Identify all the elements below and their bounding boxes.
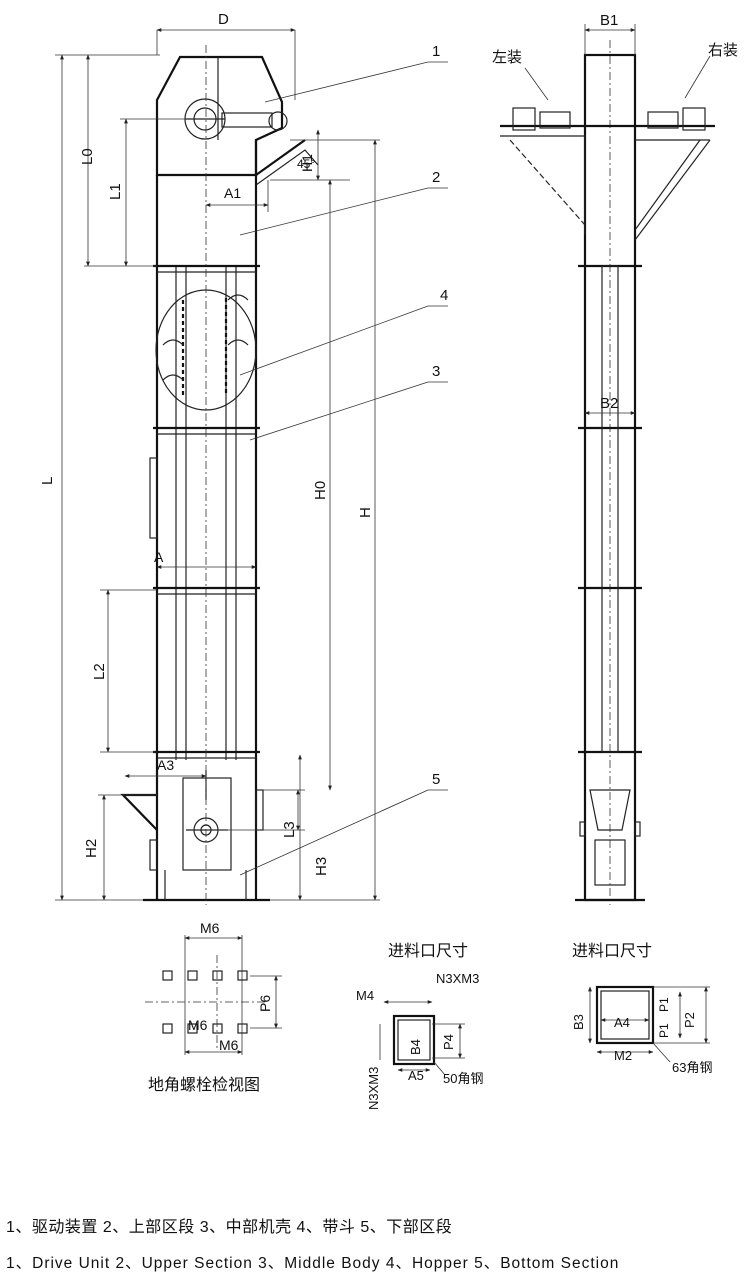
dim-A1: A1 — [224, 185, 241, 201]
dim-A: A — [154, 549, 164, 565]
callout-2: 2 — [432, 169, 440, 186]
dim-B1: B1 — [600, 12, 618, 29]
inlet-left-steel: 50角钢 — [443, 1071, 483, 1086]
front-view — [120, 45, 319, 905]
inlet-left-b4: B4 — [408, 1039, 423, 1055]
dim-angle: 45° — [297, 157, 315, 171]
callouts: 1 2 4 3 5 — [239, 43, 448, 876]
inlet-right-p1-b: P1 — [657, 1023, 671, 1038]
callout-5: 5 — [432, 771, 440, 788]
bolt-m6-top: M6 — [200, 920, 220, 936]
dim-L0: L0 — [79, 148, 96, 165]
inlet-size-right: 进料口尺寸 A4 B3 M2 P1 P1 P2 63角钢 — [571, 942, 712, 1075]
bolt-p6: P6 — [257, 995, 273, 1012]
callout-1: 1 — [432, 43, 440, 60]
dim-D: D — [218, 11, 229, 28]
inlet-left-title: 进料口尺寸 — [388, 942, 468, 960]
inlet-right-b3: B3 — [571, 1014, 586, 1030]
drive-head-housing — [155, 55, 284, 177]
dim-B2: B2 — [600, 395, 618, 412]
right-mount-label: 右装 — [708, 42, 738, 59]
callout-4: 4 — [440, 287, 448, 304]
dim-L: L — [39, 477, 56, 485]
section-flanges — [153, 264, 260, 759]
dim-H: H — [357, 507, 374, 518]
inlet-left-a5: A5 — [408, 1068, 424, 1083]
front-dimensions: D L L0 L1 A1 H1 45° H0 H A — [39, 11, 380, 901]
anchor-bolt-view: M6 P6 M6 M6 地角螺栓检视图 — [145, 920, 282, 1094]
dim-L2: L2 — [91, 663, 108, 680]
left-mount-label: 左装 — [492, 49, 522, 66]
legend-chinese: 1、驱动装置 2、上部区段 3、中部机壳 4、带斗 5、下部区段 — [6, 1219, 453, 1236]
bolt-m6-bottom: M6 — [219, 1037, 239, 1053]
inlet-right-p1-a: P1 — [657, 997, 671, 1012]
inlet-left-n3xm3-top: N3XM3 — [436, 971, 479, 986]
legend-english: 1、Drive Unit 2、Upper Section 3、Middle Bo… — [6, 1255, 620, 1272]
inlet-right-a4: A4 — [614, 1015, 630, 1030]
left-motor — [512, 107, 536, 131]
dim-L1: L1 — [107, 183, 124, 200]
inlet-left-p4: P4 — [441, 1034, 456, 1050]
dim-H0: H0 — [312, 481, 329, 500]
right-motor — [682, 107, 706, 131]
inlet-right-steel: 63角钢 — [672, 1060, 712, 1075]
dim-L3: L3 — [281, 821, 298, 838]
side-view: B1 B2 左装 右装 — [492, 12, 738, 905]
inlet-right-title: 进料口尺寸 — [572, 942, 652, 960]
dim-H3: H3 — [313, 857, 330, 876]
bolt-m6-mid: M6 — [188, 1017, 208, 1033]
callout-3: 3 — [432, 363, 440, 380]
inlet-right-m2: M2 — [614, 1048, 632, 1063]
dim-H2: H2 — [83, 839, 100, 858]
bolt-view-title: 地角螺栓检视图 — [148, 1076, 260, 1094]
inlet-left-n3xm3-side: N3XM3 — [366, 1067, 381, 1110]
dim-H1: H1 — [299, 154, 315, 172]
inlet-size-left: 进料口尺寸 N3XM3 M4 P4 B4 N3XM3 A5 50角钢 — [356, 942, 483, 1110]
inlet-right-p2: P2 — [682, 1012, 697, 1028]
inlet-left-m4: M4 — [356, 988, 374, 1003]
dim-A3: A3 — [157, 757, 174, 773]
